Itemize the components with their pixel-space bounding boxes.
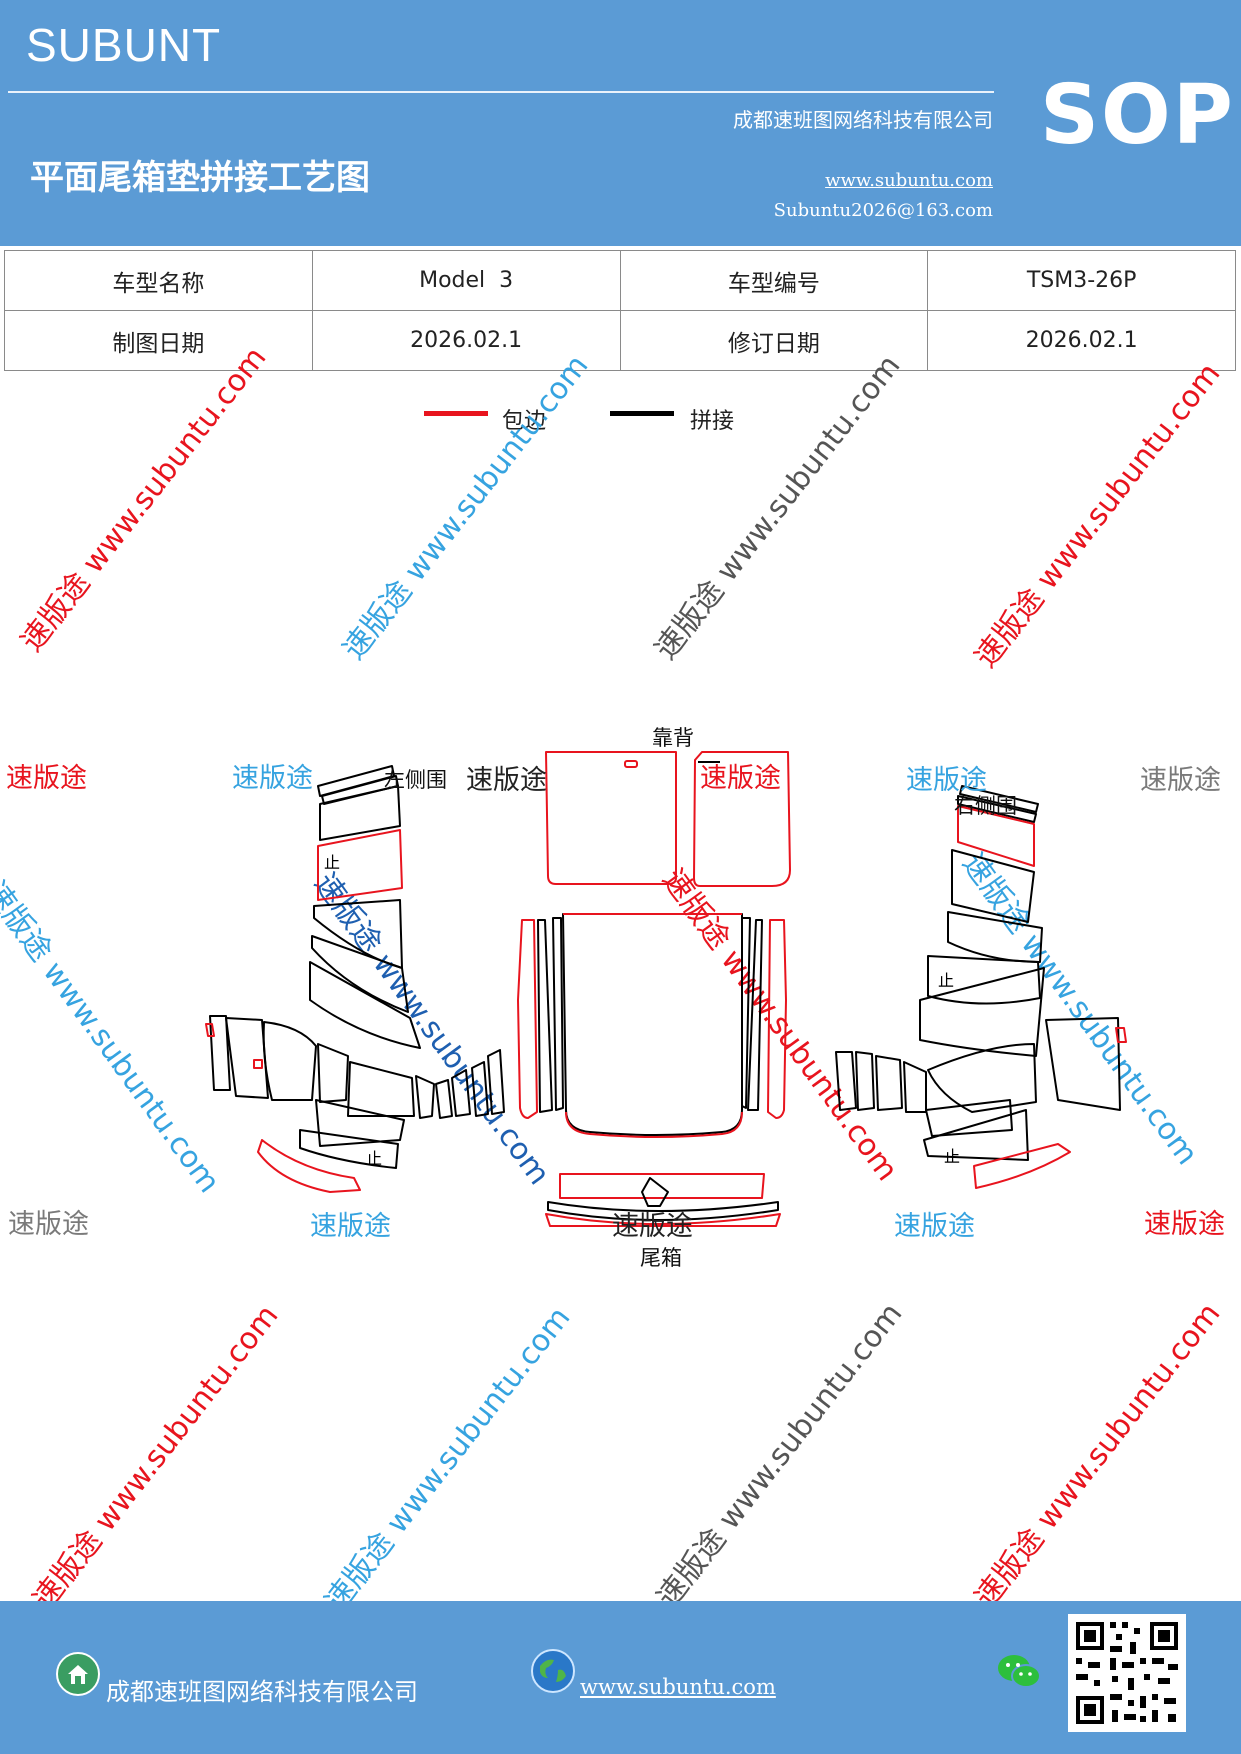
- revise-date-value: 2026.02.1: [927, 310, 1236, 371]
- watermark-diagonal: 速版途 www.subuntu.com: [26, 1298, 286, 1617]
- stop-mark: 止: [324, 853, 340, 872]
- watermark-diagonal: 速版途 www.subuntu.com: [318, 1300, 578, 1619]
- header-divider: [8, 91, 994, 93]
- revise-date-label: 修订日期: [619, 310, 929, 371]
- watermark-diagonal: 速版途 www.subuntu.com: [14, 340, 274, 659]
- trunk-floor-panels: [517, 913, 787, 1138]
- model-code-label: 车型编号: [619, 250, 929, 311]
- backrest-panels: [545, 751, 791, 887]
- watermark-brand: 速版途: [894, 1211, 975, 1242]
- watermark-brand: 速版途: [700, 763, 781, 794]
- sop-badge: SOP: [1040, 68, 1235, 163]
- watermark-diagonal: 速版途 www.subuntu.com: [968, 1296, 1228, 1615]
- watermark-diagonal: 速版途 www.subuntu.com: [650, 1296, 910, 1615]
- label-right-side: 右侧围: [954, 794, 1017, 818]
- home-icon: [56, 1652, 100, 1696]
- legend-edge-label: 包边: [502, 409, 547, 434]
- watermark-brand: 速版途: [1144, 1209, 1225, 1240]
- cut-pattern-diagram: 止 止 止 止: [205, 751, 1127, 1227]
- brand-name: SUBUNT: [26, 19, 222, 71]
- right-side-panels: [835, 785, 1127, 1189]
- footer-company-name: 成都速班图网络科技有限公司: [106, 1678, 418, 1706]
- document-title: 平面尾箱垫拼接工艺图: [30, 158, 370, 198]
- legend-splice-swatch: [610, 411, 674, 416]
- watermark-brand: 速版途: [466, 765, 547, 796]
- stop-mark: 止: [944, 1147, 960, 1166]
- watermark-diagonal: 速版途 www.subuntu.com: [648, 348, 908, 667]
- stop-markers: 止 止 止 止: [324, 853, 960, 1168]
- website-link[interactable]: www.subuntu.com: [825, 170, 993, 191]
- watermark-brand: 速版途: [1140, 765, 1221, 796]
- company-name: 成都速班图网络科技有限公司: [733, 108, 993, 132]
- label-backrest: 靠背: [652, 726, 694, 750]
- model-name-label: 车型名称: [4, 250, 313, 311]
- label-left-side: 左侧围: [384, 768, 447, 792]
- draw-date-value: 2026.02.1: [311, 310, 621, 371]
- info-table: 车型名称 Model 3 车型编号 TSM3-26P 制图日期 2026.02.…: [4, 250, 1236, 371]
- model-name-value: Model 3: [311, 250, 621, 311]
- watermark-brand: 速版途: [6, 763, 87, 794]
- legend-edge-swatch: [424, 411, 488, 416]
- draw-date-label: 制图日期: [4, 310, 313, 371]
- qr-code[interactable]: [1068, 1614, 1186, 1732]
- stop-mark: 止: [938, 971, 954, 990]
- watermark-diagonal: 速版途 www.subuntu.com: [968, 356, 1228, 675]
- table-row: 车型名称 Model 3 车型编号 TSM3-26P: [4, 250, 1236, 311]
- watermark-brand: 速版途: [612, 1211, 693, 1242]
- watermark-brand: 速版途: [8, 1209, 89, 1240]
- stop-mark: 止: [366, 1149, 382, 1168]
- wechat-icon: [998, 1655, 1041, 1688]
- watermark-brand: 速版途: [906, 765, 987, 796]
- watermark-brand: 速版途: [310, 1211, 391, 1242]
- header-banner: [0, 0, 1241, 246]
- left-side-panels: [205, 765, 505, 1193]
- trunk-rear-strips: [545, 1173, 781, 1227]
- watermark-diagonal: 速版途 www.subuntu.com: [336, 348, 596, 667]
- watermark-brand: 速版途: [232, 763, 313, 794]
- model-code-value: TSM3-26P: [927, 250, 1236, 311]
- footer-website-link[interactable]: www.subuntu.com: [580, 1675, 776, 1699]
- email-address: Subuntu2026@163.com: [773, 200, 993, 221]
- label-trunk: 尾箱: [640, 1246, 682, 1270]
- globe-icon: [531, 1649, 575, 1693]
- legend-splice-label: 拼接: [690, 409, 735, 434]
- table-row: 制图日期 2026.02.1 修订日期 2026.02.1: [4, 310, 1236, 371]
